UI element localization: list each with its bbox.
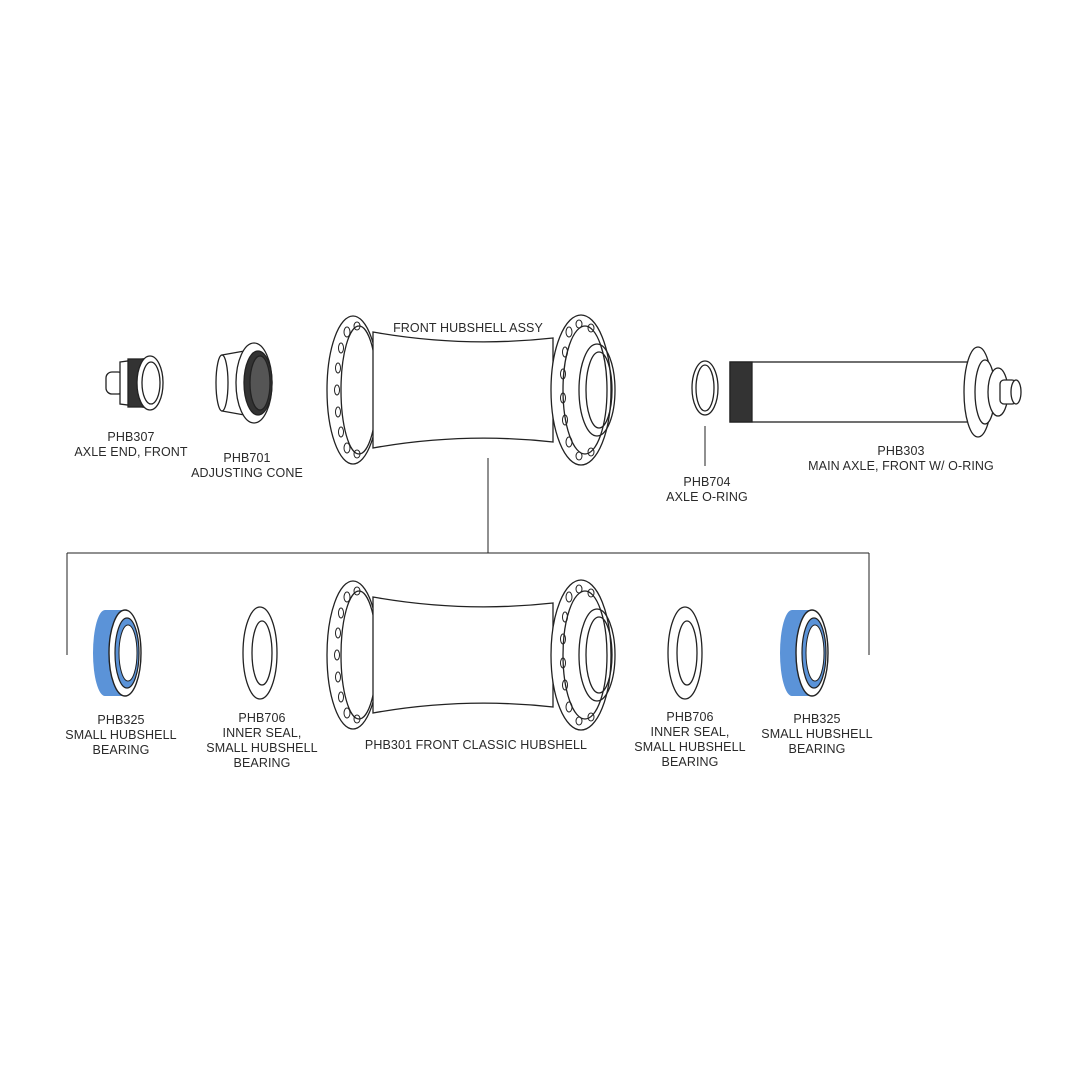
- label-phb706-right: PHB706 INNER SEAL, SMALL HUBSHELL BEARIN…: [634, 710, 745, 770]
- part-name-line2: SMALL HUBSHELL: [634, 740, 746, 754]
- part-name-line3: BEARING: [233, 756, 291, 770]
- part-name-line1: INNER SEAL,: [222, 726, 302, 740]
- label-phb701: PHB701 ADJUSTING CONE: [191, 451, 303, 481]
- main-axle-part: [729, 346, 1022, 438]
- inner-seal-left-part: [242, 606, 278, 700]
- label-phb704: PHB704 AXLE O-RING: [666, 475, 748, 505]
- part-name-line1: SMALL HUBSHELL: [761, 727, 873, 741]
- label-phb307: PHB307 AXLE END, FRONT: [74, 430, 187, 460]
- part-name-line2: BEARING: [788, 742, 846, 756]
- front-hubshell-assy-part: [326, 314, 616, 466]
- part-number: PHB706: [238, 711, 286, 725]
- part-name-line1: SMALL HUBSHELL: [65, 728, 177, 742]
- hubshell-assy-title: FRONT HUBSHELL ASSY: [393, 321, 543, 335]
- label-phb706-left: PHB706 INNER SEAL, SMALL HUBSHELL BEARIN…: [206, 711, 317, 771]
- part-name: AXLE END, FRONT: [74, 445, 188, 459]
- label-phb301: PHB301 FRONT CLASSIC HUBSHELL: [364, 738, 588, 752]
- part-number: PHB701: [223, 451, 271, 465]
- front-classic-hubshell-part: [326, 579, 616, 731]
- bearing-right-part: [779, 609, 829, 697]
- adjusting-cone-part: [215, 342, 273, 424]
- axle-o-ring-part: [691, 360, 719, 416]
- part-number: PHB303: [877, 444, 925, 458]
- axle-end-part: [105, 355, 164, 411]
- inner-seal-right-part: [667, 606, 703, 700]
- part-number: PHB325: [97, 713, 145, 727]
- part-name-line3: BEARING: [661, 755, 719, 769]
- assembly-connector-lines: [66, 458, 870, 655]
- part-name-line2: BEARING: [92, 743, 150, 757]
- part-number: PHB307: [107, 430, 155, 444]
- label-phb303: PHB303 MAIN AXLE, FRONT W/ O-RING: [808, 444, 994, 474]
- part-name-line2: SMALL HUBSHELL: [206, 741, 318, 755]
- bearing-left-part: [92, 609, 142, 697]
- label-phb325-left: PHB325 SMALL HUBSHELL BEARING: [65, 713, 176, 758]
- label-phb325-right: PHB325 SMALL HUBSHELL BEARING: [761, 712, 872, 757]
- part-number: PHB706: [666, 710, 714, 724]
- part-name: MAIN AXLE, FRONT W/ O-RING: [808, 459, 994, 473]
- part-number: PHB325: [793, 712, 841, 726]
- part-name-line1: INNER SEAL,: [650, 725, 730, 739]
- part-name: ADJUSTING CONE: [191, 466, 303, 480]
- part-name: AXLE O-RING: [666, 490, 748, 504]
- part-number: PHB704: [683, 475, 731, 489]
